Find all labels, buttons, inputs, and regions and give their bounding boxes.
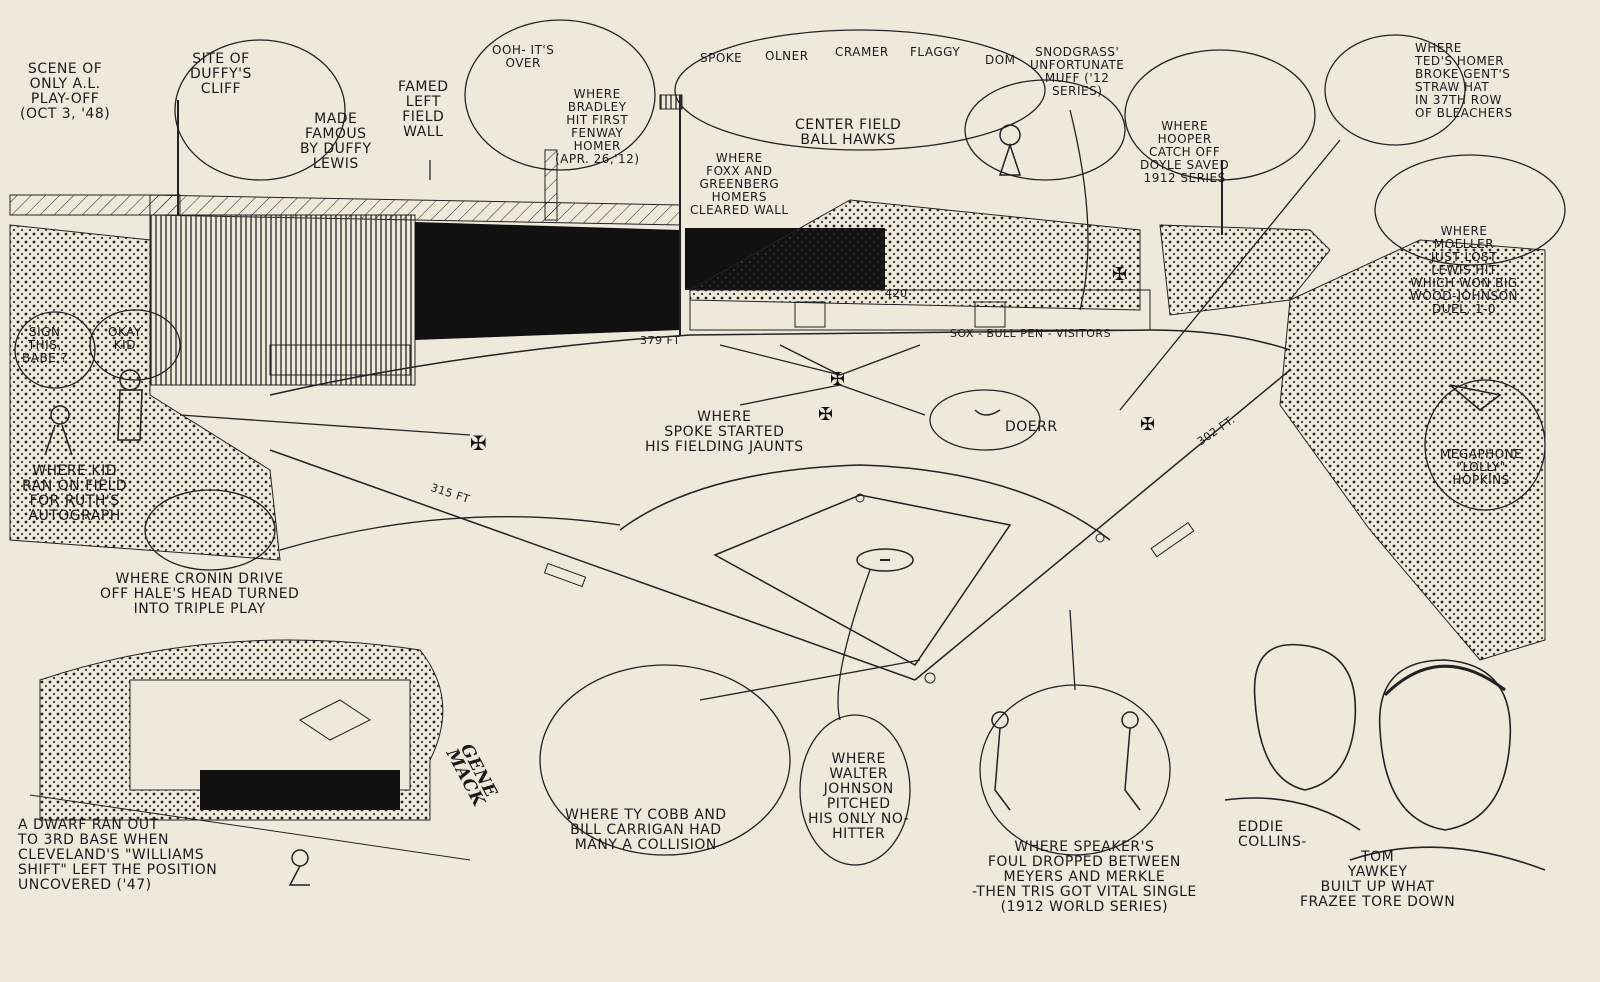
cloud-snodgrass [964, 79, 1126, 181]
kid-ran-label: WHERE KID RAN ON FIELD FOR RUTH'S AUTOGR… [22, 463, 128, 524]
eddie-collins-portrait [1253, 643, 1357, 791]
hawk-name-spoke: SPOKE [700, 51, 743, 65]
left-field-wall [9, 100, 681, 386]
teds-homer-label: WHERE TED'S HOMER BROKE GENT'S STRAW HAT… [1415, 41, 1513, 120]
kid-figure [50, 405, 70, 425]
left-grandstand [9, 224, 281, 561]
star-markers: ✠ ✠ ✠ ✠ ✠ [470, 264, 1155, 455]
spoke-jaunts-label: WHERE SPOKE STARTED HIS FIELDING JAUNTS [645, 409, 804, 455]
sign-this-label: SIGN THIS, BABE ? [22, 325, 68, 365]
svg-text:✠: ✠ [1112, 264, 1127, 285]
dwarf-figure [291, 849, 309, 867]
doerr-label: DOERR [1005, 419, 1058, 435]
tom-yawkey-portrait [1378, 659, 1512, 831]
megaphone-sketch [1449, 384, 1502, 411]
snodgrass-label: SNODGRASS' UNFORTUNATE MUFF ('12 SERIES) [1030, 45, 1125, 98]
right-field-grandstand [1279, 239, 1546, 661]
cloud-okay [89, 309, 181, 381]
cloud-speaker [979, 684, 1171, 856]
inset-stadium-view [29, 639, 471, 861]
hooper-label: WHERE HOOPER CATCH OFF DOYLE SAVED 1912 … [1140, 119, 1230, 185]
svg-text:✠: ✠ [470, 431, 487, 455]
megaphone-label: MEGAPHONE "LOLLY" HOPKINS [1440, 447, 1523, 487]
outfield-fence-line [269, 329, 1291, 396]
hawk-name-olner: OLNER [765, 49, 809, 63]
cronin-label: WHERE CRONIN DRIVE OFF HALE'S HEAD TURNE… [100, 571, 300, 617]
playoff-label: SCENE OF ONLY A.L. PLAY-OFF (OCT 3, '48) [20, 61, 111, 122]
left-foul-line [269, 449, 916, 681]
walter-johnson-label: WHERE WALTER JOHNSON PITCHED HIS ONLY NO… [808, 751, 910, 842]
cloud-bradley [464, 19, 656, 171]
snodgrass-figure [999, 124, 1021, 146]
hawk-name-dom: DOM [985, 53, 1016, 67]
foxx-label: WHERE FOXX AND GREENBERG HOMERS CLEARED … [690, 151, 789, 217]
cloud-teds-homer [1324, 34, 1466, 146]
cloud-megaphone [1424, 379, 1546, 511]
svg-text:✠: ✠ [818, 404, 833, 425]
cloud-doerr [929, 389, 1041, 451]
cloud-ballhawks [674, 29, 1046, 151]
duffy-lewis-label: MADE FAMOUS BY DUFFY LEWIS [300, 111, 372, 172]
cloud-duffy [174, 39, 346, 181]
cloud-sign [14, 311, 96, 389]
svg-text:✠: ✠ [830, 369, 845, 390]
cobb-label: WHERE TY COBB AND BILL CARRIGAN HAD MANY… [565, 807, 727, 853]
figure-sketches [44, 124, 1502, 886]
left-field-wall-label: FAMED LEFT FIELD WALL [398, 79, 449, 140]
yawkey-label: TOM YAWKEY BUILT UP WHAT FRAZEE TORE DOW… [1300, 849, 1456, 910]
hawk-name-flaggy: FLAGGY [910, 45, 961, 59]
thought-clouds [14, 19, 1566, 866]
svg-text:✠: ✠ [1140, 414, 1155, 435]
cf-distance: 420 [885, 287, 908, 300]
moeller-label: WHERE MOELLER JUST LOST LEWIS HIT WHICH … [1410, 224, 1519, 316]
eddie-collins-label: EDDIE COLLINS- [1238, 819, 1307, 850]
cloud-cobb [539, 664, 791, 856]
cloud-moeller [1374, 154, 1566, 266]
dwarf-label: A DWARF RAN OUT TO 3RD BASE WHEN CLEVELA… [18, 817, 218, 893]
center-field-bleachers [685, 160, 1331, 331]
lf-distance: 379 FT [640, 334, 681, 347]
bradley-label: WHERE BRADLEY HIT FIRST FENWAY HOMER (AP… [555, 87, 640, 166]
center-field-label: CENTER FIELD BALL HAWKS [795, 117, 902, 148]
infield-diamond [543, 464, 1195, 684]
okay-kid-label: OKAY KID [108, 325, 142, 352]
cloud-hooper [1124, 49, 1316, 181]
bullpen-label: SOX - BULL PEN - VISITORS [950, 327, 1112, 340]
portrait-sketches [1224, 643, 1546, 871]
ooh-label: OOH- IT'S OVER [492, 43, 555, 70]
arrows [179, 109, 1341, 721]
cloud-johnson [799, 714, 911, 866]
duffys-cliff-label: SITE OF DUFFY'S CLIFF [190, 51, 252, 97]
right-foul-line [914, 369, 1291, 681]
doerr-glove [974, 409, 1001, 416]
hawk-name-cramer: CRAMER [835, 45, 889, 59]
cloud-cronin [144, 489, 276, 571]
speaker-label: WHERE SPEAKER'S FOUL DROPPED BETWEEN MEY… [972, 839, 1197, 915]
